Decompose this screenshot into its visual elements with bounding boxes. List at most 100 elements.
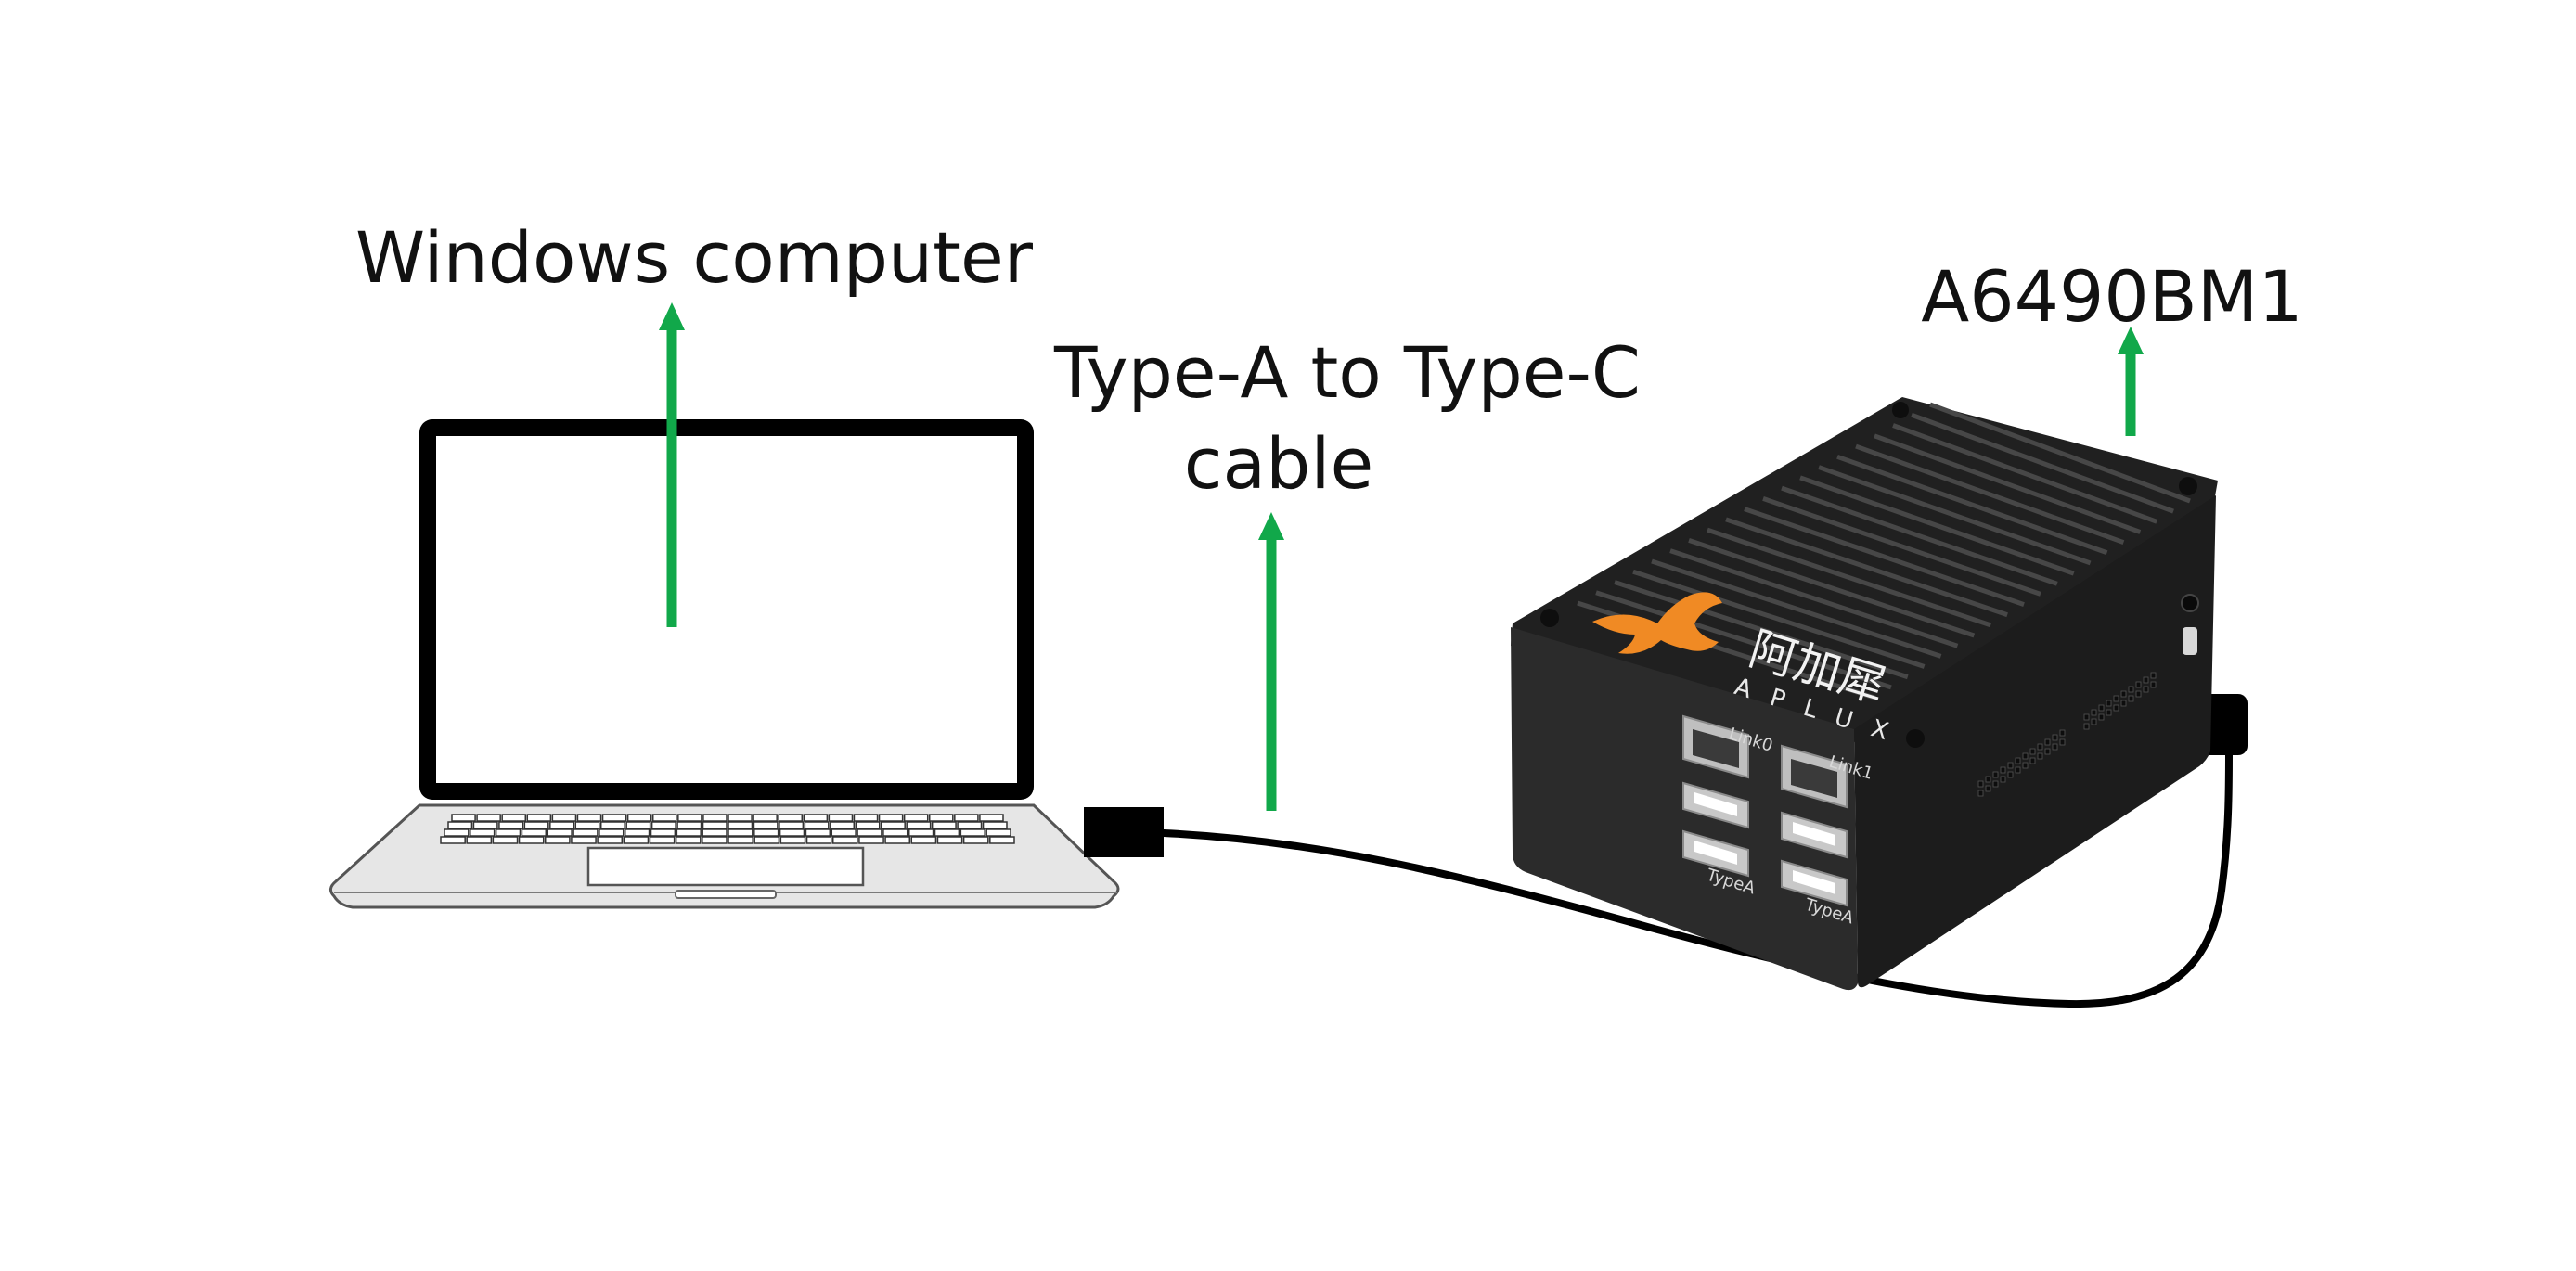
keyboard-key	[544, 836, 571, 844]
pin-header-pin	[2059, 729, 2066, 737]
device-right-face	[1854, 495, 2216, 988]
pin-header-pin	[2029, 757, 2036, 764]
port-stack-left: Link0 TypeA	[1682, 714, 1775, 899]
pin-header-pin	[2022, 762, 2029, 769]
keyboard-key	[677, 814, 702, 822]
aplux-logo-icon	[1592, 592, 1722, 654]
pin-header-pin	[2007, 762, 2014, 769]
keyboard-key	[573, 828, 599, 837]
pin-header-pin	[1985, 785, 1991, 792]
pin-header-pin	[2098, 704, 2105, 712]
keyboard-key	[625, 821, 651, 829]
pin-header-pin	[2037, 752, 2043, 760]
heatsink-fin	[1762, 496, 2041, 597]
heatsink-fin	[1874, 433, 2142, 534]
keyboard-key	[962, 836, 989, 844]
laptop	[329, 419, 1120, 909]
keyboard-key	[574, 821, 600, 829]
keyboard-key	[495, 828, 522, 837]
keyboard-key	[702, 828, 728, 837]
keyboard-key	[878, 814, 904, 822]
pin-header-pin	[2091, 718, 2097, 725]
keyboard-key	[599, 821, 625, 829]
pin-header-pin	[2128, 686, 2134, 693]
heatsink-fin	[1707, 527, 1992, 628]
keyboard-key	[451, 814, 476, 822]
heatsink-fin	[1744, 507, 2025, 607]
keyboard-key	[501, 814, 527, 822]
keyboard-key	[936, 836, 963, 844]
keyboard-key	[547, 828, 573, 837]
cable-wire	[1160, 748, 2233, 1008]
pin-header-pin	[1992, 780, 1999, 788]
pin-header-pin	[2083, 723, 2090, 730]
pin-header-pin	[2150, 681, 2157, 688]
arrow-device	[2118, 327, 2144, 436]
keyboard-key	[858, 836, 884, 844]
pin-header-pin	[2098, 713, 2105, 721]
pin-header-pin	[2143, 686, 2149, 693]
device-side-led	[2181, 594, 2199, 612]
keyboard-key	[753, 814, 778, 822]
keyboard-key	[551, 814, 577, 822]
device-heatsink-fins	[1577, 402, 2191, 700]
keyboard-key	[444, 828, 470, 837]
pin-header-pin	[2091, 709, 2097, 716]
heatsink-fin	[1929, 402, 2191, 504]
arrow-computer	[659, 302, 685, 627]
pin-header-pin	[2120, 700, 2127, 707]
keyboard-key	[728, 828, 753, 837]
keyboard-key	[884, 836, 911, 844]
label-windows-computer: Windows computer	[355, 216, 1034, 299]
screw-back-left	[1892, 402, 1909, 418]
keyboard-key	[676, 828, 702, 837]
keyboard-key	[779, 828, 805, 837]
keyboard-key	[466, 836, 493, 844]
keyboard-key	[857, 828, 882, 837]
keyboard-key	[571, 836, 597, 844]
heatsink-fin	[1818, 465, 2092, 566]
type-a-plug	[1084, 807, 1164, 857]
keyboard-key	[623, 836, 650, 844]
keyboard-key	[472, 821, 498, 829]
keyboard-key	[624, 828, 650, 837]
keyboard-key	[599, 828, 625, 837]
keyboard-key	[518, 836, 545, 844]
keyboard-key	[989, 836, 1015, 844]
pin-header-pin	[1985, 776, 1991, 783]
label-device-model: A6490BM1	[1921, 255, 2302, 338]
pin-header-pin	[2022, 752, 2029, 760]
pin-header-pin	[2029, 748, 2036, 755]
keyboard-key	[957, 821, 983, 829]
keyboard-key	[753, 828, 779, 837]
heatsink-fin	[1892, 423, 2158, 524]
pin-header-pin	[2044, 738, 2051, 746]
keyboard-key	[675, 836, 702, 844]
label-cable-line2: cable	[1184, 422, 1373, 505]
keyboard-key	[985, 828, 1011, 837]
keyboard-key	[676, 821, 702, 829]
laptop-front-notch	[675, 890, 777, 899]
keyboard-key	[626, 814, 652, 822]
laptop-keyboard	[440, 814, 1015, 844]
screw-front-left	[1540, 609, 1559, 627]
pin-header-pin	[1977, 790, 1984, 797]
pin-header-pin	[2000, 766, 2006, 774]
keyboard-key	[753, 821, 779, 829]
heatsink-fin	[1855, 443, 2125, 545]
keyboard-key	[601, 814, 627, 822]
device-top-face	[1511, 397, 2218, 742]
pin-header-pin	[2135, 681, 2142, 688]
pin-header-pin	[2015, 757, 2021, 764]
keyboard-key	[908, 828, 934, 837]
keyboard-key	[597, 836, 624, 844]
keyboard-key	[853, 814, 879, 822]
keyboard-key	[728, 836, 753, 844]
heatsink-fin	[1911, 412, 2174, 514]
keyboard-key	[778, 814, 804, 822]
pin-header-pin	[2052, 734, 2058, 741]
a6490bm1-device: 阿加犀 APLUX Link0 TypeA Link1 TypeA	[1511, 397, 2218, 991]
keyboard-key	[928, 814, 954, 822]
keyboard-key	[880, 821, 906, 829]
